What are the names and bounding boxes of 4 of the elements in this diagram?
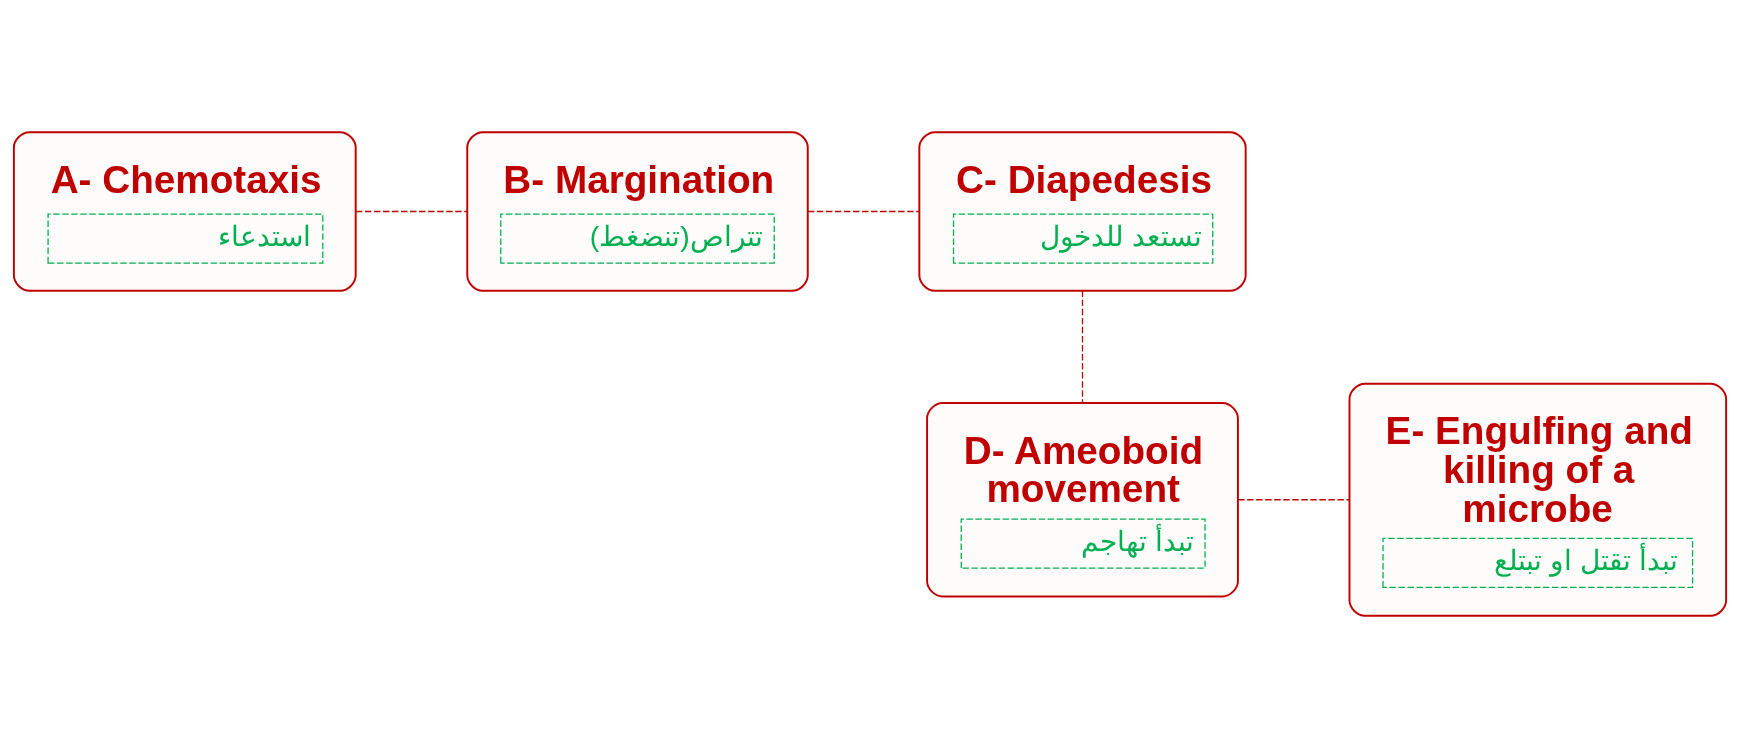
connector xyxy=(355,210,468,213)
connector xyxy=(807,210,920,213)
connector xyxy=(1237,499,1350,501)
connector xyxy=(1081,290,1084,404)
